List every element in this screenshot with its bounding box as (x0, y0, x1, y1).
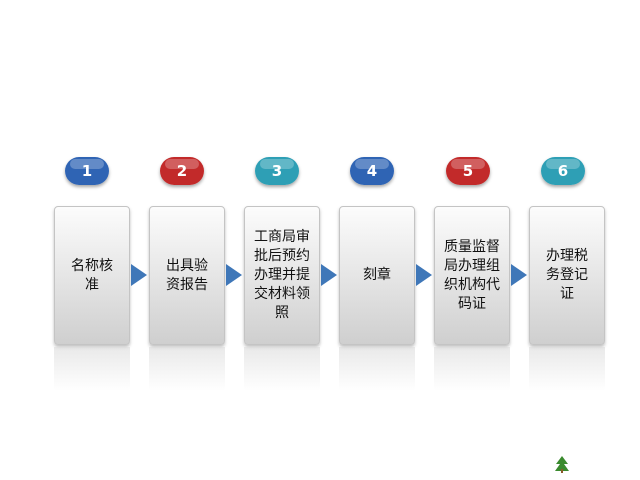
arrow-3-to-4 (321, 264, 337, 286)
step-2-badge: 2 (160, 157, 204, 185)
arrow-1-to-2 (131, 264, 147, 286)
arrow-2-to-3 (226, 264, 242, 286)
step-4-label: 刻章 (363, 267, 391, 283)
step-6-box: 办理税务登记证 (529, 206, 605, 345)
watermark-logo (552, 453, 632, 475)
step-3-reflection (244, 347, 320, 391)
step-5-label: 质量监督局办理组织机构代码证 (444, 238, 500, 312)
step-1-label: 名称核准 (71, 257, 113, 293)
arrow-4-to-5 (416, 264, 432, 286)
step-4-box: 刻章 (339, 206, 415, 345)
step-6-badge: 6 (541, 157, 585, 185)
step-5-badge: 5 (446, 157, 490, 185)
step-4-badge: 4 (350, 157, 394, 185)
step-1-badge: 1 (65, 157, 109, 185)
step-5-box: 质量监督局办理组织机构代码证 (434, 206, 510, 345)
step-2-label: 出具验资报告 (166, 257, 208, 293)
step-1-reflection (54, 347, 130, 391)
step-4-reflection (339, 347, 415, 391)
step-2-reflection (149, 347, 225, 391)
step-6-reflection (529, 347, 605, 391)
step-2-box: 出具验资报告 (149, 206, 225, 345)
step-3-label: 工商局审批后预约办理并提交材料领照 (254, 229, 310, 321)
step-1-box: 名称核准 (54, 206, 130, 345)
step-3-badge: 3 (255, 157, 299, 185)
tree-logo-icon (555, 456, 569, 473)
step-6-label: 办理税务登记证 (546, 248, 588, 302)
arrow-5-to-6 (511, 264, 527, 286)
step-5-reflection (434, 347, 510, 391)
step-3-box: 工商局审批后预约办理并提交材料领照 (244, 206, 320, 345)
